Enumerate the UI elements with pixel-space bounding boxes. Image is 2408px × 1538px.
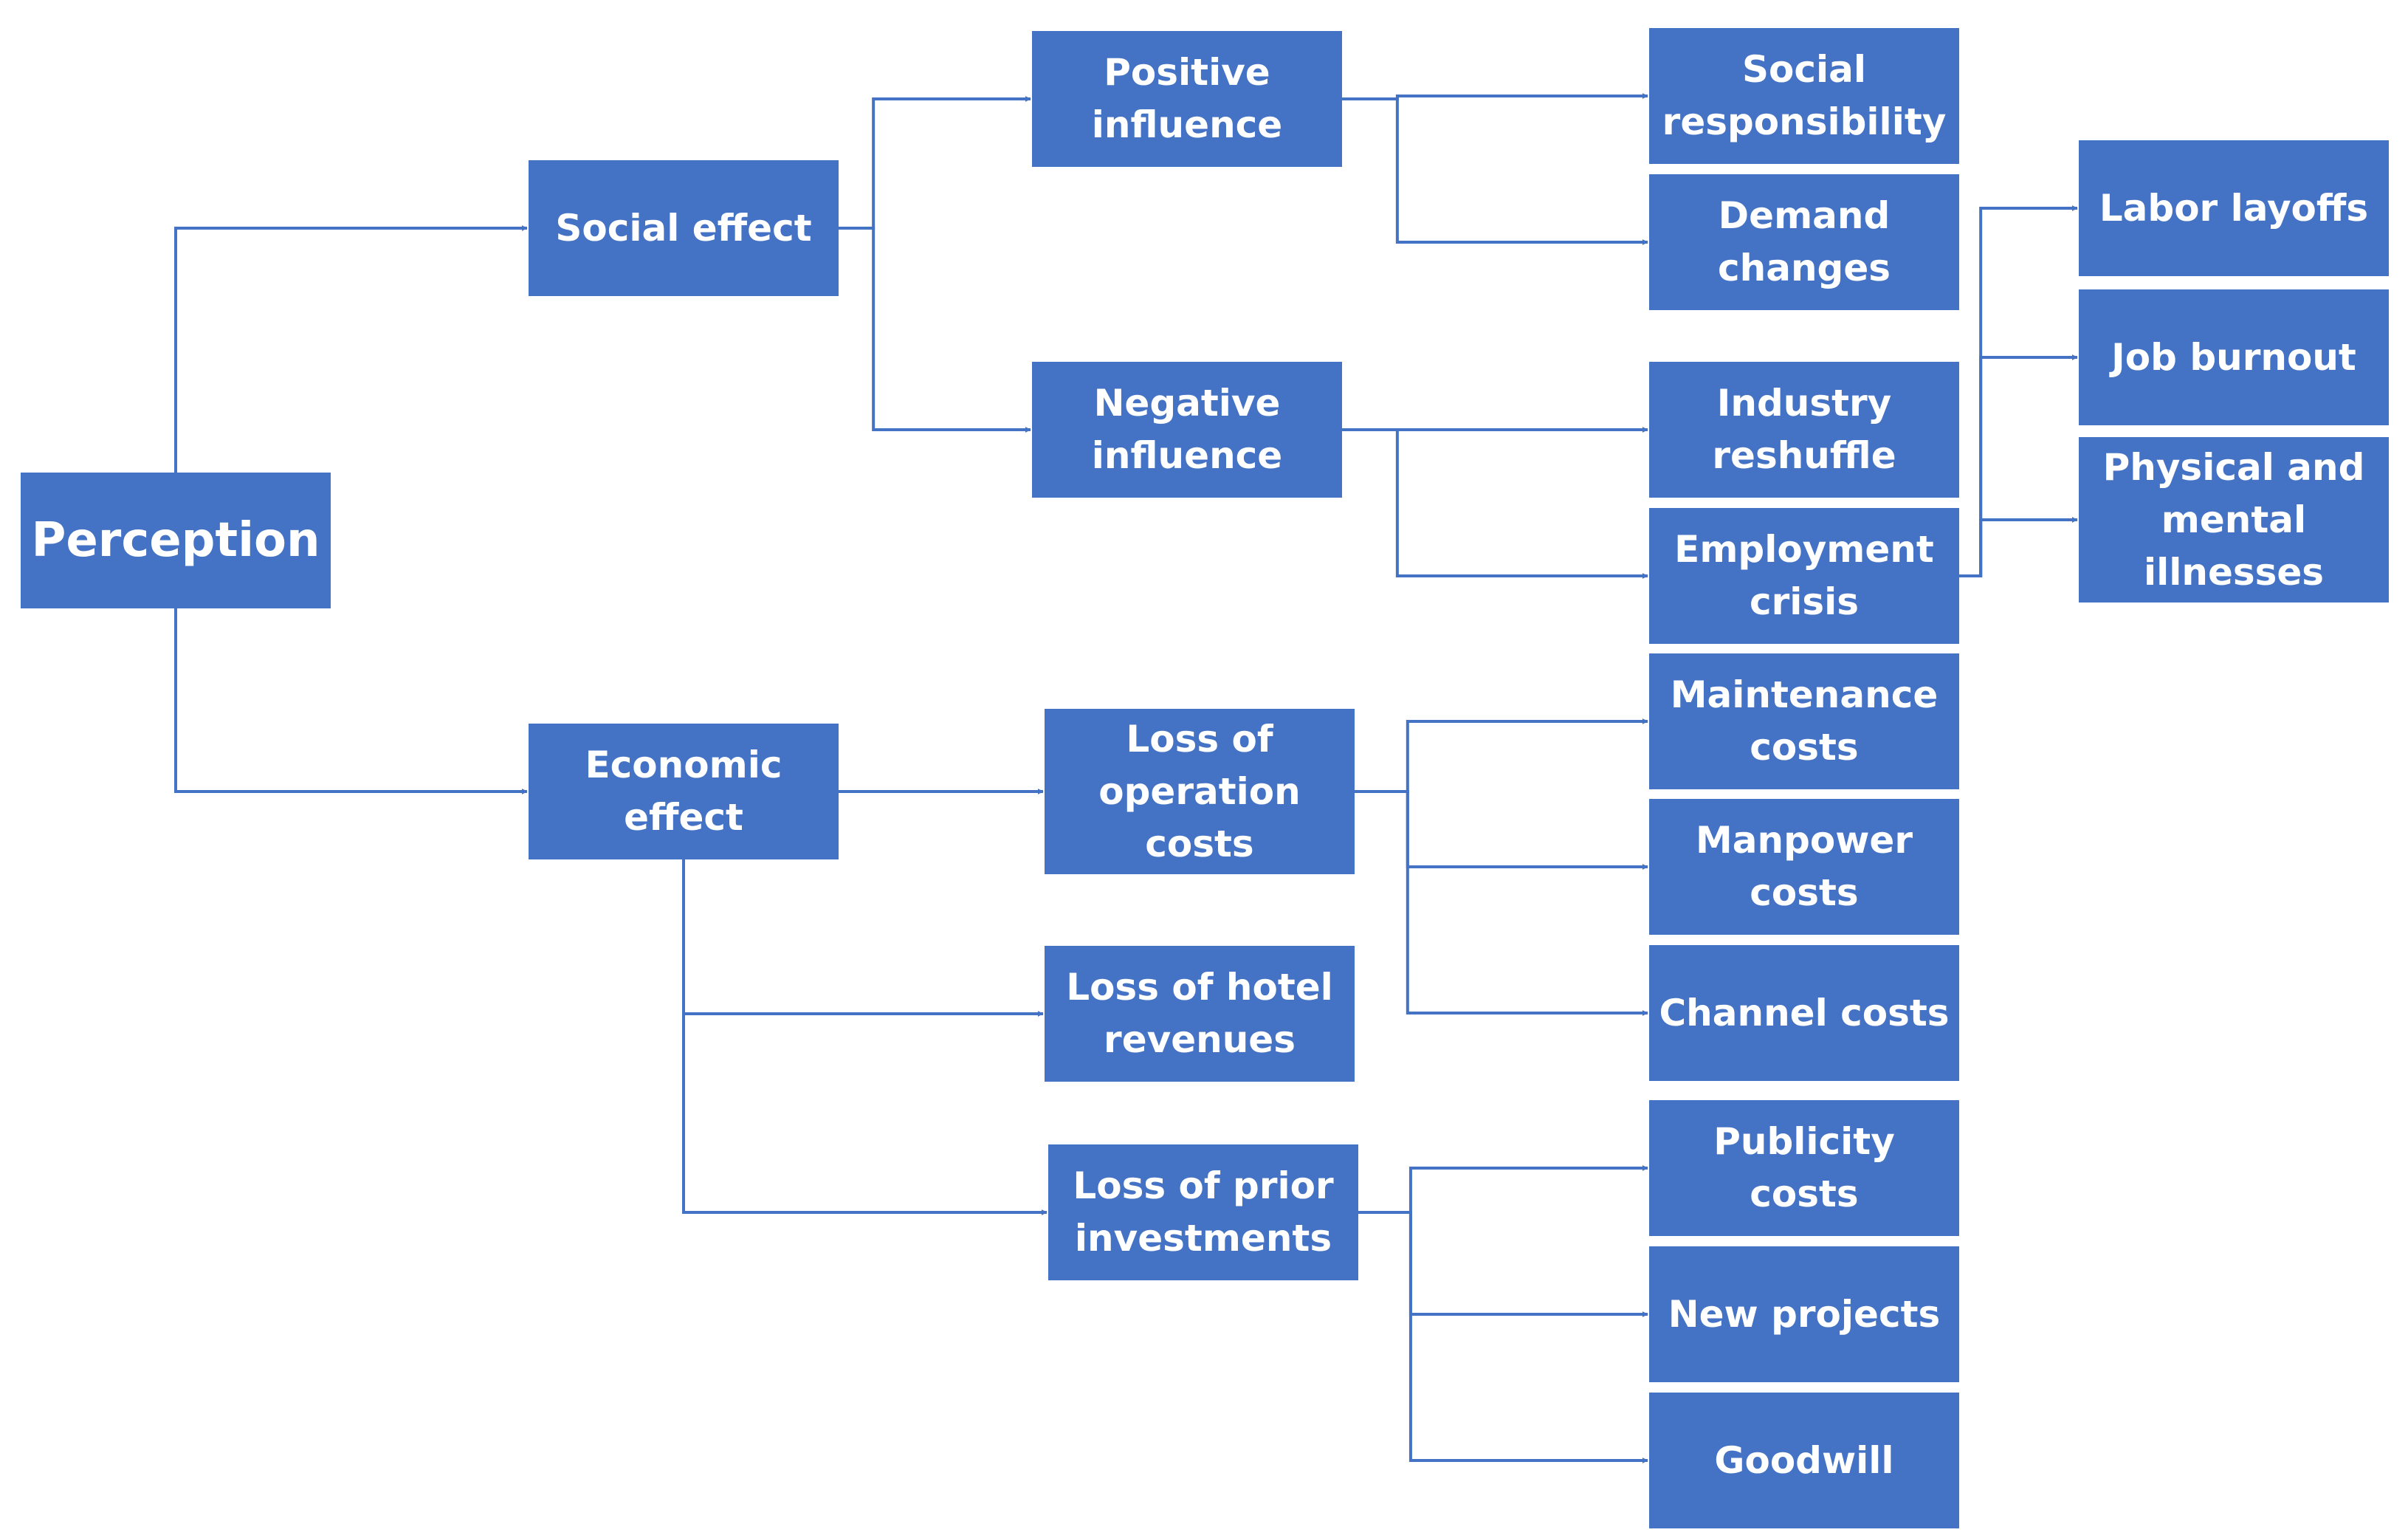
- demand-changes-node: Demand changes: [1649, 174, 1959, 310]
- industry-reshuffle-label: Industry reshuffle: [1712, 382, 1896, 477]
- loss-of-hotel-revenues-label: Loss of hotel revenues: [1066, 966, 1333, 1061]
- manpower-costs-node: Manpower costs: [1649, 799, 1959, 935]
- connector-employment_crisis-to-physical_mental_illnesses: [1959, 517, 2078, 577]
- physical-and-mental-illnesses-node: Physical and mental illnesses: [2079, 437, 2389, 603]
- economic-effect-node: Economic effect: [529, 724, 839, 859]
- connector-loss_operation_costs-to-manpower_costs: [1355, 790, 1648, 870]
- new-projects-label: New projects: [1668, 1292, 1941, 1336]
- goodwill-node: Goodwill: [1649, 1393, 1959, 1528]
- physical-and-mental-illnesses-label: Physical and mental illnesses: [2102, 445, 2365, 594]
- channel-costs-node: Channel costs: [1649, 945, 1959, 1081]
- connector-positive_influence-to-demand_changes: [1342, 97, 1648, 245]
- social-effect-node: Social effect: [529, 160, 839, 296]
- connector-economic_effect-to-loss_prior_investments: [682, 859, 1048, 1215]
- connector-loss_operation_costs-to-maintenance_costs: [1355, 718, 1648, 793]
- connector-social_effect-to-positive_influence: [839, 96, 1031, 230]
- job-burnout-label: Job burnout: [2111, 335, 2356, 379]
- loss-of-prior-investments-label: Loss of prior investments: [1073, 1164, 1334, 1260]
- publicity-costs-label: Publicity costs: [1713, 1120, 1895, 1215]
- manpower-costs-label: Manpower costs: [1696, 819, 1913, 914]
- loss-of-hotel-revenues-node: Loss of hotel revenues: [1045, 946, 1355, 1082]
- labor-layoffs-label: Labor layoffs: [2099, 186, 2369, 230]
- new-projects-node: New projects: [1649, 1246, 1959, 1382]
- economic-effect-label: Economic effect: [585, 744, 782, 839]
- social-responsibility-label: Social responsibility: [1662, 48, 1947, 143]
- connector-negative_influence-to-employment_crisis: [1342, 428, 1648, 579]
- connector-perception-to-economic_effect: [174, 608, 528, 794]
- demand-changes-label: Demand changes: [1717, 194, 1891, 289]
- social-effect-label: Social effect: [555, 206, 812, 250]
- social-responsibility-node: Social responsibility: [1649, 28, 1959, 164]
- connector-perception-to-social_effect: [174, 225, 528, 473]
- perception-label: Perception: [31, 512, 320, 568]
- goodwill-label: Goodwill: [1714, 1438, 1894, 1482]
- connector-loss_operation_costs-to-channel_costs: [1355, 790, 1648, 1016]
- channel-costs-label: Channel costs: [1659, 991, 1950, 1034]
- connector-loss_prior_investments-to-goodwill: [1358, 1211, 1648, 1463]
- connector-loss_prior_investments-to-new_projects: [1358, 1211, 1648, 1317]
- negative-influence-node: Negative influence: [1032, 362, 1342, 498]
- labor-layoffs-node: Labor layoffs: [2079, 140, 2389, 276]
- job-burnout-node: Job burnout: [2079, 289, 2389, 425]
- connector-loss_prior_investments-to-publicity_costs: [1358, 1165, 1648, 1214]
- maintenance-costs-node: Maintenance costs: [1649, 653, 1959, 789]
- positive-influence-label: Positive influence: [1091, 51, 1283, 146]
- loss-of-operation-costs-node: Loss of operation costs: [1045, 709, 1355, 874]
- negative-influence-label: Negative influence: [1091, 382, 1283, 477]
- loss-of-operation-costs-label: Loss of operation costs: [1098, 717, 1301, 865]
- maintenance-costs-label: Maintenance costs: [1670, 673, 1939, 769]
- positive-influence-node: Positive influence: [1032, 31, 1342, 167]
- perception-node: Perception: [21, 473, 331, 608]
- publicity-costs-node: Publicity costs: [1649, 1100, 1959, 1236]
- employment-crisis-label: Employment crisis: [1674, 528, 1934, 623]
- industry-reshuffle-node: Industry reshuffle: [1649, 362, 1959, 498]
- connector-social_effect-to-negative_influence: [839, 227, 1031, 433]
- connector-economic_effect-to-loss_hotel_revenues: [682, 859, 1044, 1017]
- connector-employment_crisis-to-job_burnout: [1959, 354, 2078, 577]
- employment-crisis-node: Employment crisis: [1649, 508, 1959, 644]
- loss-of-prior-investments-node: Loss of prior investments: [1048, 1144, 1358, 1280]
